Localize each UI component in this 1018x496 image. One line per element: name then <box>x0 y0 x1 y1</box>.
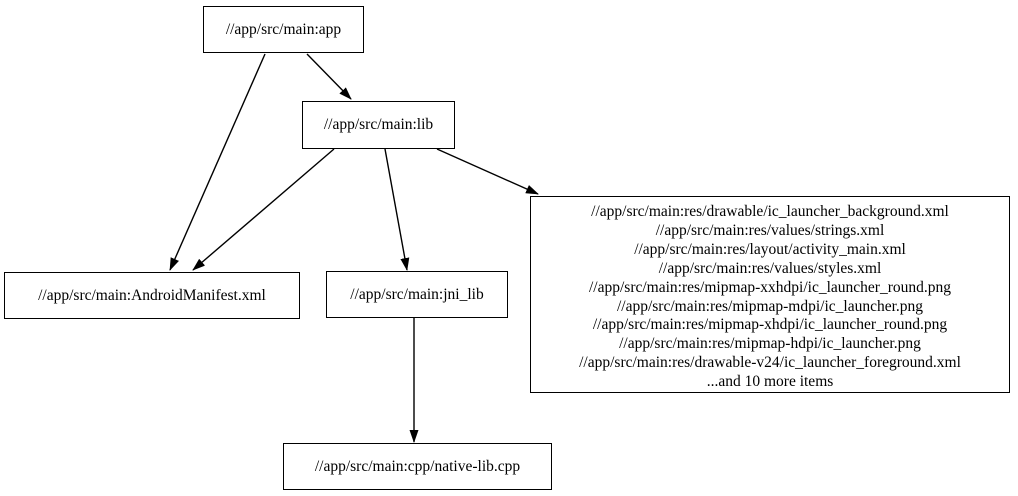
node-native-lib-cpp: //app/src/main:cpp/native-lib.cpp <box>283 443 552 490</box>
node-android-manifest-label: //app/src/main:AndroidManifest.xml <box>38 286 266 304</box>
node-native-lib-cpp-label: //app/src/main:cpp/native-lib.cpp <box>314 457 521 475</box>
node-jni-lib-label: //app/src/main:jni_lib <box>350 285 484 303</box>
node-jni-lib: //app/src/main:jni_lib <box>326 271 508 318</box>
edge-app-to-lib <box>306 53 352 100</box>
edge-lib-to-jni-lib <box>384 148 410 271</box>
node-lib: //app/src/main:lib <box>302 101 455 149</box>
res-group-more-items: ...and 10 more items <box>706 373 834 391</box>
res-group-line: //app/src/main:res/mipmap-mdpi/ic_launch… <box>616 297 924 315</box>
res-group-line: //app/src/main:res/values/styles.xml <box>658 259 882 277</box>
edge-lib-to-res-group <box>436 148 539 195</box>
res-group-line: //app/src/main:res/drawable/ic_launcher_… <box>591 203 949 220</box>
node-app: //app/src/main:app <box>203 6 364 53</box>
edge-lib-to-android-manifest <box>192 148 335 271</box>
res-group-line: //app/src/main:res/drawable-v24/ic_launc… <box>579 354 961 372</box>
node-res-group: //app/src/main:res/drawable/ic_launcher_… <box>530 196 1010 393</box>
edge-app-to-android-manifest <box>169 53 266 271</box>
res-group-line: //app/src/main:res/values/strings.xml <box>655 221 885 239</box>
node-app-label: //app/src/main:app <box>225 20 342 38</box>
res-group-line: //app/src/main:res/mipmap-hdpi/ic_launch… <box>619 335 921 353</box>
node-lib-label: //app/src/main:lib <box>323 116 434 133</box>
res-group-line: //app/src/main:res/layout/activity_main.… <box>634 240 906 258</box>
res-group-line: //app/src/main:res/mipmap-xxhdpi/ic_laun… <box>588 278 951 296</box>
node-android-manifest: //app/src/main:AndroidManifest.xml <box>4 272 300 319</box>
res-group-line: //app/src/main:res/mipmap-xhdpi/ic_launc… <box>592 316 948 334</box>
